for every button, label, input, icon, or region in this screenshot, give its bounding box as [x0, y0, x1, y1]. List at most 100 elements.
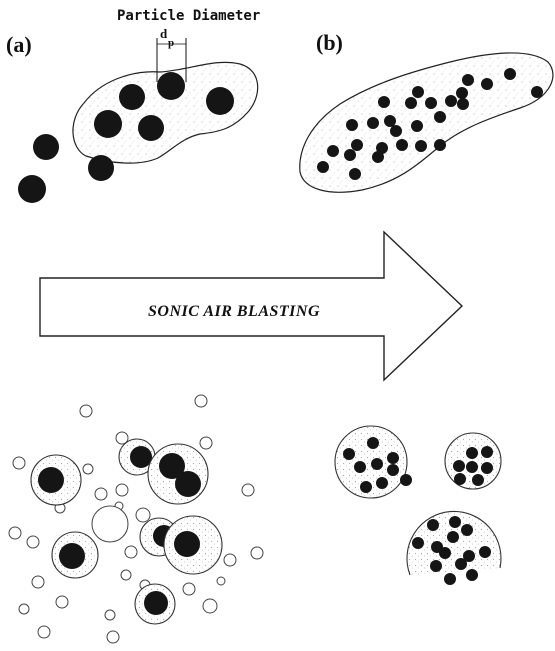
particle [390, 125, 402, 137]
particle [454, 473, 466, 485]
dp-subscript: p [168, 37, 174, 49]
dp-symbol: d [160, 26, 168, 41]
particle [372, 151, 384, 163]
bubble [9, 527, 21, 539]
particle [447, 531, 459, 543]
bubble [195, 395, 207, 407]
particle [400, 474, 412, 486]
particle [425, 97, 437, 109]
bubble [107, 631, 119, 643]
particle [367, 117, 379, 129]
particle [175, 471, 201, 497]
particle [444, 573, 456, 585]
particle [119, 84, 145, 110]
particle [405, 97, 417, 109]
bubble [125, 546, 137, 558]
particle [434, 111, 446, 123]
particle [206, 87, 234, 115]
particle [360, 481, 372, 493]
bubble [92, 506, 128, 542]
bubble [95, 488, 107, 500]
particle [455, 558, 467, 570]
bubble [242, 484, 254, 496]
particle [466, 447, 478, 459]
particle [317, 161, 329, 173]
panel-a-label: (a) [6, 32, 32, 57]
particle [457, 98, 469, 110]
particle [378, 96, 390, 108]
panel-b-label: (b) [316, 30, 343, 55]
particle [138, 115, 164, 141]
bubble [136, 508, 150, 522]
particle [456, 87, 468, 99]
bubble [56, 596, 68, 608]
bubble [217, 577, 225, 585]
particle [157, 72, 185, 100]
particle [449, 516, 461, 528]
particle [439, 547, 451, 559]
panel-a-top: (a) Particle Diameter d p [6, 8, 260, 203]
particle [344, 149, 356, 161]
particle [412, 537, 424, 549]
particle [427, 519, 439, 531]
particle [481, 78, 493, 90]
particle [415, 140, 427, 152]
particle [387, 464, 399, 476]
particle [327, 145, 339, 157]
particle [371, 458, 383, 470]
particle [453, 460, 465, 472]
bubble [203, 599, 217, 613]
bubble [121, 570, 131, 580]
particle [174, 531, 200, 557]
bubble [105, 610, 115, 620]
particle [434, 139, 446, 151]
bubble [19, 604, 29, 614]
panel-a-bottom [9, 395, 263, 643]
bubble [116, 484, 128, 496]
panel-b-bottom [335, 426, 501, 585]
particle [430, 560, 442, 572]
panel-b-top: (b) [300, 30, 553, 192]
particle [479, 546, 491, 558]
particle [351, 139, 363, 151]
process-arrow: SONIC AIR BLASTING [40, 232, 462, 380]
particle [412, 86, 424, 98]
particle [384, 115, 396, 127]
bubble [27, 536, 39, 548]
particle [504, 68, 516, 80]
particle [354, 461, 366, 473]
particle [367, 437, 379, 449]
particle [531, 86, 543, 98]
bubble [183, 583, 195, 595]
particle [466, 569, 478, 581]
bubble [83, 464, 93, 474]
particle [376, 477, 388, 489]
particle [466, 461, 478, 473]
bubble [38, 626, 50, 638]
bubble [224, 554, 236, 566]
particle [472, 474, 484, 486]
particle [346, 119, 358, 131]
bubble [251, 547, 263, 559]
particle [481, 446, 493, 458]
particle [349, 168, 361, 180]
particle [33, 134, 59, 160]
particle [130, 446, 152, 468]
particle [38, 467, 64, 493]
particle [144, 591, 168, 615]
bubble [80, 405, 92, 417]
particle [18, 175, 46, 203]
particle [94, 110, 122, 138]
particle [481, 462, 493, 474]
bubble [13, 457, 25, 469]
particle [387, 452, 399, 464]
particle [411, 120, 423, 132]
bubble [200, 437, 212, 449]
particle [461, 524, 473, 536]
particle [396, 139, 408, 151]
particle [343, 448, 355, 460]
particle [88, 155, 114, 181]
particle [462, 74, 474, 86]
particle [445, 95, 457, 107]
